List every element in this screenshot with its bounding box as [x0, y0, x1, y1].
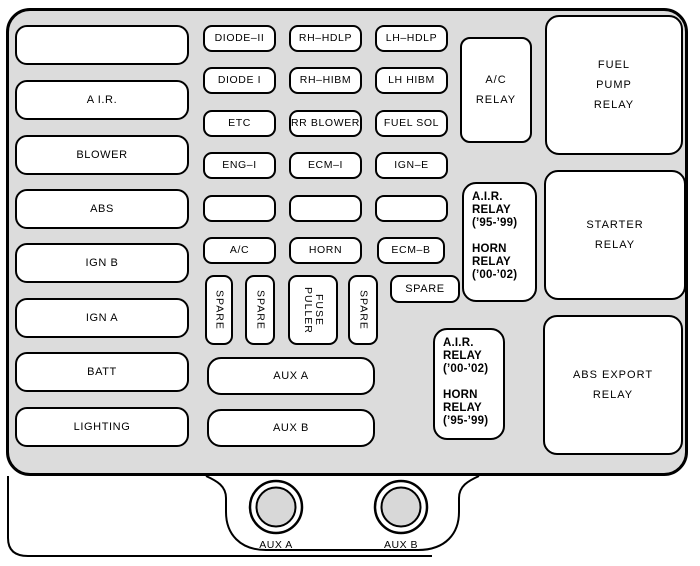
tray-outline [7, 476, 432, 557]
fuse-lh-hdlp: LH–HDLP [375, 25, 448, 52]
fuse-puller-label: FUSE PULLER [302, 286, 325, 334]
fuse-spare-vertical-1: SPARE [205, 275, 233, 345]
aux-a-connector-label: AUX A [259, 539, 293, 551]
fuse-air: A I.R. [15, 80, 189, 120]
note-air-horn-relay-lower: A.I.R. RELAY (’00-’02) HORN RELAY (’95-’… [433, 328, 505, 440]
fuse-rh-hibm: RH–HIBM [289, 67, 362, 94]
aux-a-connector [255, 486, 297, 528]
fuse-spare-vertical-3-label: SPARE [357, 290, 370, 330]
fuse-blower: BLOWER [15, 135, 189, 175]
fuse-spare-vertical-3: SPARE [348, 275, 378, 345]
fuse-diode-ii: DIODE–II [203, 25, 276, 52]
fuse-aux-b: AUX B [207, 409, 375, 447]
relay-ac: A/C RELAY [460, 37, 532, 143]
fuse-lh-hibm: LH HIBM [375, 67, 448, 94]
fuse-blank-2 [289, 195, 362, 222]
fuse-abs: ABS [15, 189, 189, 229]
fuse-rh-hdlp: RH–HDLP [289, 25, 362, 52]
fuse-rr-blower: RR BLOWER [289, 110, 362, 137]
note-air-horn-relay-upper: A.I.R. RELAY (’95-’99) HORN RELAY (’00-’… [462, 182, 537, 302]
bottom-tray [7, 475, 480, 557]
fuse-lighting: LIGHTING [15, 407, 189, 447]
aux-b-connector-label: AUX B [383, 539, 418, 551]
fuse-horn: HORN [289, 237, 362, 264]
fuse-blank-1 [203, 195, 276, 222]
fuse-eng-i: ENG–I [203, 152, 276, 179]
fuse-fuel-sol: FUEL SOL [375, 110, 448, 137]
fuse-ac: A/C [203, 237, 276, 264]
fuse-blank-left [15, 25, 189, 65]
fuse-aux-a: AUX A [207, 357, 375, 395]
fuse-batt: BATT [15, 352, 189, 392]
fuse-ecm-b: ECM–B [377, 237, 445, 264]
relay-abs-export: ABS EXPORT RELAY [543, 315, 683, 455]
relay-starter: STARTER RELAY [544, 170, 686, 300]
fuse-spare-vertical-1-label: SPARE [213, 290, 226, 330]
fuse-ecm-i: ECM–I [289, 152, 362, 179]
fuse-ign-e: IGN–E [375, 152, 448, 179]
fuse-spare: SPARE [390, 275, 460, 303]
fuse-diode-i: DIODE I [203, 67, 276, 94]
fuse-spare-vertical-2-label: SPARE [254, 290, 267, 330]
aux-b-connector [380, 486, 422, 528]
fuse-spare-vertical-2: SPARE [245, 275, 275, 345]
fuse-ign-b: IGN B [15, 243, 189, 283]
fuse-ign-a: IGN A [15, 298, 189, 338]
fuse-puller: FUSE PULLER [288, 275, 338, 345]
fuse-blank-3 [375, 195, 448, 222]
fuse-etc: ETC [203, 110, 276, 137]
tray-pocket-outline [205, 475, 480, 551]
relay-fuel-pump: FUEL PUMP RELAY [545, 15, 683, 155]
